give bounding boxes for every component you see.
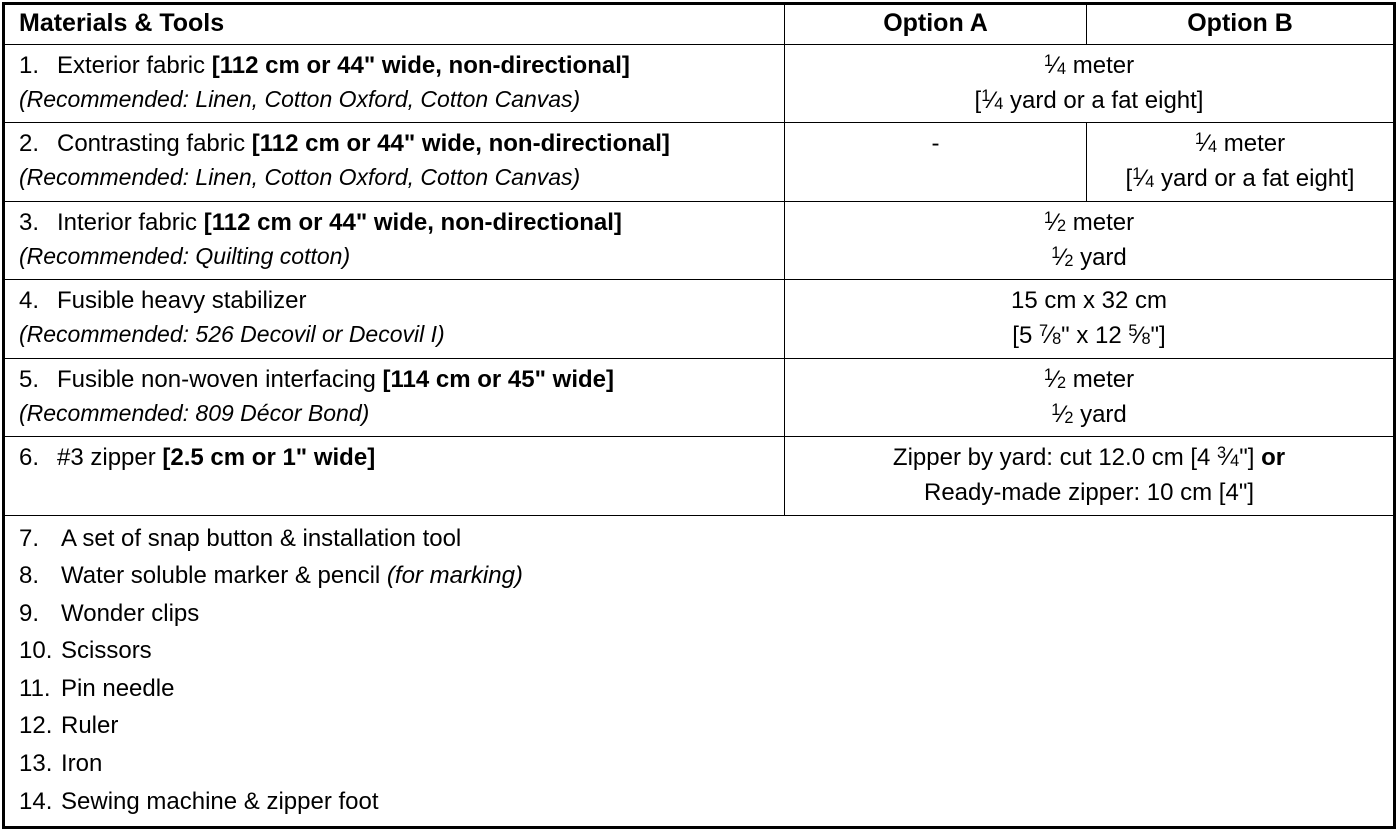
- fraction: 1⁄2: [1043, 365, 1067, 393]
- material-spec: [114 cm or 45" wide]: [382, 365, 614, 393]
- material-quantity-2-option-b: 1⁄4 meter [1⁄4 yard or a fat eight]: [1086, 122, 1395, 202]
- column-header-option-b: Option B: [1086, 3, 1395, 45]
- fraction: 1⁄4: [1194, 130, 1218, 158]
- material-name-line: 3.Interior fabric [112 cm or 44" wide, n…: [19, 208, 622, 236]
- quantity-line-2: [1⁄4 yard or a fat eight]: [1093, 161, 1387, 196]
- material-quantity-1: 1⁄4 meter [1⁄4 yard or a fat eight]: [784, 43, 1395, 124]
- material-recommendation: (Recommended: Linen, Cotton Oxford, Cott…: [19, 85, 581, 112]
- column-header-option-a: Option A: [784, 3, 1087, 45]
- table-header-row: Materials & Tools Option A Option B: [3, 3, 1395, 45]
- fraction: 3⁄4: [1217, 444, 1240, 472]
- material-item-1: 1.Exterior fabric [112 cm or 44" wide, n…: [3, 43, 785, 124]
- list-item-note: (for marking): [386, 562, 523, 590]
- table-row: 1.Exterior fabric [112 cm or 44" wide, n…: [3, 43, 1395, 124]
- list-item: 9.Wonder clips: [19, 599, 200, 627]
- fraction: 1⁄4: [1132, 165, 1155, 193]
- material-item-2: 2.Contrasting fabric [112 cm or 44" wide…: [3, 122, 785, 202]
- tool-list: 7.A set of snap button & installation to…: [3, 514, 1395, 829]
- fraction: 1⁄2: [1051, 243, 1074, 271]
- list-item: 13.Iron: [19, 749, 103, 777]
- material-recommendation: (Recommended: Linen, Cotton Oxford, Cott…: [19, 164, 581, 191]
- quantity-line-2: [1⁄4 yard or a fat eight]: [791, 83, 1387, 118]
- conjunction-or: or: [1261, 444, 1286, 472]
- quantity-line-1: Zipper by yard: cut 12.0 cm [4 3⁄4"] or: [791, 440, 1387, 475]
- material-spec: [112 cm or 44" wide, non-directional]: [203, 208, 622, 236]
- material-spec: [112 cm or 44" wide, non-directional]: [211, 51, 630, 79]
- material-name-line: 5.Fusible non-woven interfacing [114 cm …: [19, 365, 614, 393]
- material-item-5: 5.Fusible non-woven interfacing [114 cm …: [3, 357, 785, 438]
- quantity-line-2: [5 7⁄8" x 12 5⁄8"]: [791, 318, 1387, 353]
- quantity-line-1: 15 cm x 32 cm: [1010, 287, 1168, 315]
- material-spec: [2.5 cm or 1" wide]: [162, 444, 376, 472]
- fraction: 1⁄4: [1043, 51, 1067, 79]
- quantity-line-2: Ready-made zipper: 10 cm [4"]: [924, 479, 1254, 507]
- list-item: 14.Sewing machine & zipper foot: [19, 787, 379, 815]
- material-quantity-3: 1⁄2 meter 1⁄2 yard: [784, 200, 1395, 281]
- material-spec: [112 cm or 44" wide, non-directional]: [251, 130, 670, 158]
- column-header-materials-tools: Materials & Tools: [3, 3, 785, 45]
- quantity-line-2: 1⁄2 yard: [791, 240, 1387, 275]
- material-quantity-2-option-a: -: [784, 122, 1087, 202]
- material-recommendation: (Recommended: 809 Décor Bond): [19, 399, 370, 426]
- material-name-line: 2.Contrasting fabric [112 cm or 44" wide…: [19, 130, 670, 158]
- quantity-line-1: 1⁄2 meter: [791, 362, 1387, 397]
- table-row: 5.Fusible non-woven interfacing [114 cm …: [3, 357, 1395, 438]
- material-quantity-5: 1⁄2 meter 1⁄2 yard: [784, 357, 1395, 438]
- quantity-line-1: 1⁄4 meter: [1093, 126, 1387, 161]
- tool-list-row: 7.A set of snap button & installation to…: [3, 514, 1395, 829]
- list-item: 12.Ruler: [19, 712, 119, 740]
- material-name-line: 6.#3 zipper [2.5 cm or 1" wide]: [19, 444, 376, 472]
- material-recommendation: (Recommended: Quilting cotton): [19, 242, 351, 269]
- fraction: 1⁄2: [1051, 400, 1074, 428]
- list-item: 8.Water soluble marker & pencil (for mar…: [19, 562, 523, 590]
- table-row: 4.Fusible heavy stabilizer (Recommended:…: [3, 279, 1395, 359]
- material-item-6: 6.#3 zipper [2.5 cm or 1" wide]: [3, 436, 785, 516]
- fraction: 1⁄4: [981, 86, 1004, 114]
- material-recommendation: (Recommended: 526 Decovil or Decovil I): [19, 321, 445, 348]
- fraction: 5⁄8: [1128, 322, 1151, 350]
- list-item: 7.A set of snap button & installation to…: [19, 524, 462, 552]
- quantity-line-2: 1⁄2 yard: [791, 397, 1387, 432]
- fraction: 1⁄2: [1043, 208, 1067, 236]
- quantity-not-applicable: -: [931, 130, 940, 158]
- table-row: 2.Contrasting fabric [112 cm or 44" wide…: [3, 122, 1395, 202]
- list-item: 10.Scissors: [19, 637, 152, 665]
- fraction: 7⁄8: [1038, 322, 1062, 350]
- table-row: 6.#3 zipper [2.5 cm or 1" wide] Zipper b…: [3, 436, 1395, 516]
- material-item-4: 4.Fusible heavy stabilizer (Recommended:…: [3, 279, 785, 359]
- quantity-line-1: 1⁄4 meter: [791, 48, 1387, 83]
- list-item: 11.Pin needle: [19, 674, 175, 702]
- material-quantity-6: Zipper by yard: cut 12.0 cm [4 3⁄4"] or …: [784, 436, 1395, 516]
- material-item-3: 3.Interior fabric [112 cm or 44" wide, n…: [3, 200, 785, 281]
- material-name-line: 1.Exterior fabric [112 cm or 44" wide, n…: [19, 51, 630, 79]
- material-quantity-4: 15 cm x 32 cm [5 7⁄8" x 12 5⁄8"]: [784, 279, 1395, 359]
- material-name-line: 4.Fusible heavy stabilizer: [19, 287, 307, 315]
- table-row: 3.Interior fabric [112 cm or 44" wide, n…: [3, 200, 1395, 281]
- quantity-line-1: 1⁄2 meter: [791, 205, 1387, 240]
